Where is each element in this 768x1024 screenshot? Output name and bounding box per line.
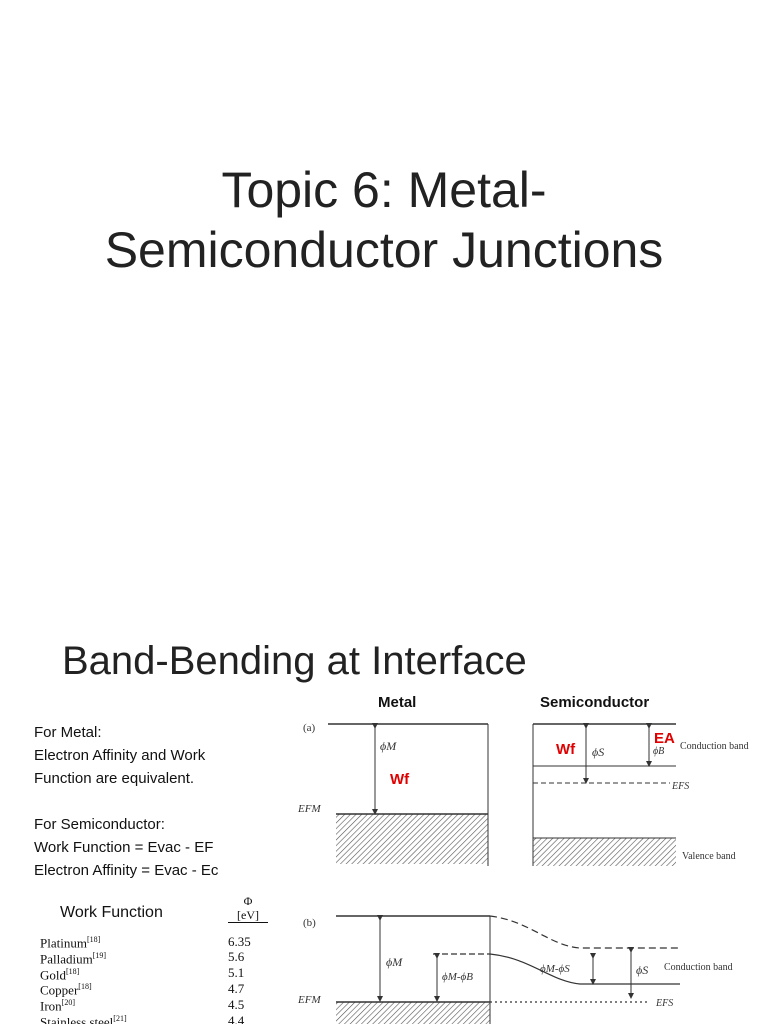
metal-name: Iron xyxy=(40,998,62,1014)
work-function-value: 4.5 xyxy=(228,996,245,1012)
efm-b-label: EFM xyxy=(297,994,321,1006)
note-line: For Metal: xyxy=(34,724,102,741)
reference-mark: [18] xyxy=(86,935,101,944)
title-slide: Topic 6: Metal- Semiconductor Junctions xyxy=(0,160,768,280)
conduction-band-label: Conduction band xyxy=(680,741,749,752)
phi-m-minus-b-label: ϕM-ϕB xyxy=(442,971,473,983)
diagram-a-label: (a) xyxy=(303,722,316,734)
phi-s-label: ϕS xyxy=(592,745,604,759)
reference-mark: [20] xyxy=(61,998,75,1008)
metal-name-cell: Stainless steel[21] xyxy=(40,1013,170,1024)
wf-semi-annotation: Wf xyxy=(556,741,576,758)
work-function-row: Stainless steel[21] 4.4 xyxy=(40,1013,251,1024)
phi-m-minus-s-label: ϕM-ϕS xyxy=(540,963,570,975)
metal-name: Copper xyxy=(40,982,79,998)
band-bending-title: Band-Bending at Interface xyxy=(62,639,527,683)
work-function-value: 4.7 xyxy=(228,981,245,997)
note-line: Electron Affinity and Work xyxy=(34,747,206,764)
diagram-b-label: (b) xyxy=(303,917,316,929)
ea-annotation: EA xyxy=(654,730,675,747)
work-function-row: Gold[18] 5.1 xyxy=(40,966,251,982)
work-function-row: Platinum[18] 6.35 xyxy=(40,934,251,950)
slide-title-line-1: Topic 6: Metal- xyxy=(221,162,547,218)
note-line: Work Function = Evac - EF xyxy=(34,839,214,856)
metal-name-cell: Platinum[18] xyxy=(40,934,170,950)
metal-name-cell: Gold[18] xyxy=(40,966,170,982)
efs-b-label: EFS xyxy=(655,998,673,1009)
phi-s-b-label: ϕS xyxy=(636,963,648,977)
conduction-band-b-label: Conduction band xyxy=(664,962,733,973)
work-function-value: 5.6 xyxy=(228,949,245,965)
work-function-value: 5.1 xyxy=(228,965,245,981)
phi-b-label: ϕB xyxy=(653,746,664,757)
metal-filled-states-b xyxy=(336,1002,490,1024)
notes-text: For Metal: Electron Affinity and Work Fu… xyxy=(34,721,274,882)
metal-name: Platinum xyxy=(40,935,87,951)
band-diagram: (a) ϕM Wf EFM Wf ϕS EA ϕB Conduction ban… xyxy=(297,722,749,1024)
work-function-value: 6.35 xyxy=(228,933,251,949)
valence-band-label: Valence band xyxy=(682,851,736,862)
metal-name-cell: Palladium[19] xyxy=(40,950,170,966)
unit-ev: [eV] xyxy=(228,908,268,923)
bent-vacuum-level xyxy=(489,915,680,949)
note-line: Function are equivalent. xyxy=(34,770,195,787)
work-function-row: Iron[20] 4.5 xyxy=(40,997,251,1013)
metal-name: Stainless steel xyxy=(40,1014,114,1024)
reference-mark: [18] xyxy=(66,966,80,976)
band-bending-slide: Band-Bending at Interface Metal Semicond… xyxy=(0,576,768,1024)
note-line: Electron Affinity = Evac - Ec xyxy=(34,862,219,879)
semi-valence-states xyxy=(533,838,676,866)
metal-name: Gold xyxy=(40,966,66,982)
metal-name-cell: Copper[18] xyxy=(40,981,170,997)
phi-symbol: Φ xyxy=(243,894,253,908)
semiconductor-header: Semiconductor xyxy=(540,694,650,711)
work-function-row: Palladium[19] 5.6 xyxy=(40,950,251,966)
work-function-value: 4.4 xyxy=(228,1012,245,1024)
efs-label: EFS xyxy=(671,781,689,792)
metal-filled-states xyxy=(336,814,488,864)
note-line: For Semiconductor: xyxy=(34,816,165,833)
work-function-table-title: Work Function xyxy=(60,904,163,921)
metal-header: Metal xyxy=(378,694,417,711)
metal-name-cell: Iron[20] xyxy=(40,997,170,1013)
phi-m-label: ϕM xyxy=(380,739,397,753)
reference-mark: [18] xyxy=(78,982,92,992)
efm-label: EFM xyxy=(297,803,321,815)
work-function-row: Copper[18] 4.7 xyxy=(40,981,251,997)
slide-title-line-2: Semiconductor Junctions xyxy=(104,222,664,278)
work-function-unit: Φ [eV] xyxy=(228,894,268,923)
slide-title: Topic 6: Metal- Semiconductor Junctions xyxy=(0,160,768,280)
phi-m-b-label: ϕM xyxy=(386,955,403,969)
bent-conduction-band xyxy=(489,953,680,985)
metal-name: Palladium xyxy=(40,951,93,967)
reference-mark: [21] xyxy=(113,1014,127,1024)
wf-metal-annotation: Wf xyxy=(390,771,410,788)
reference-mark: [19] xyxy=(92,950,107,960)
